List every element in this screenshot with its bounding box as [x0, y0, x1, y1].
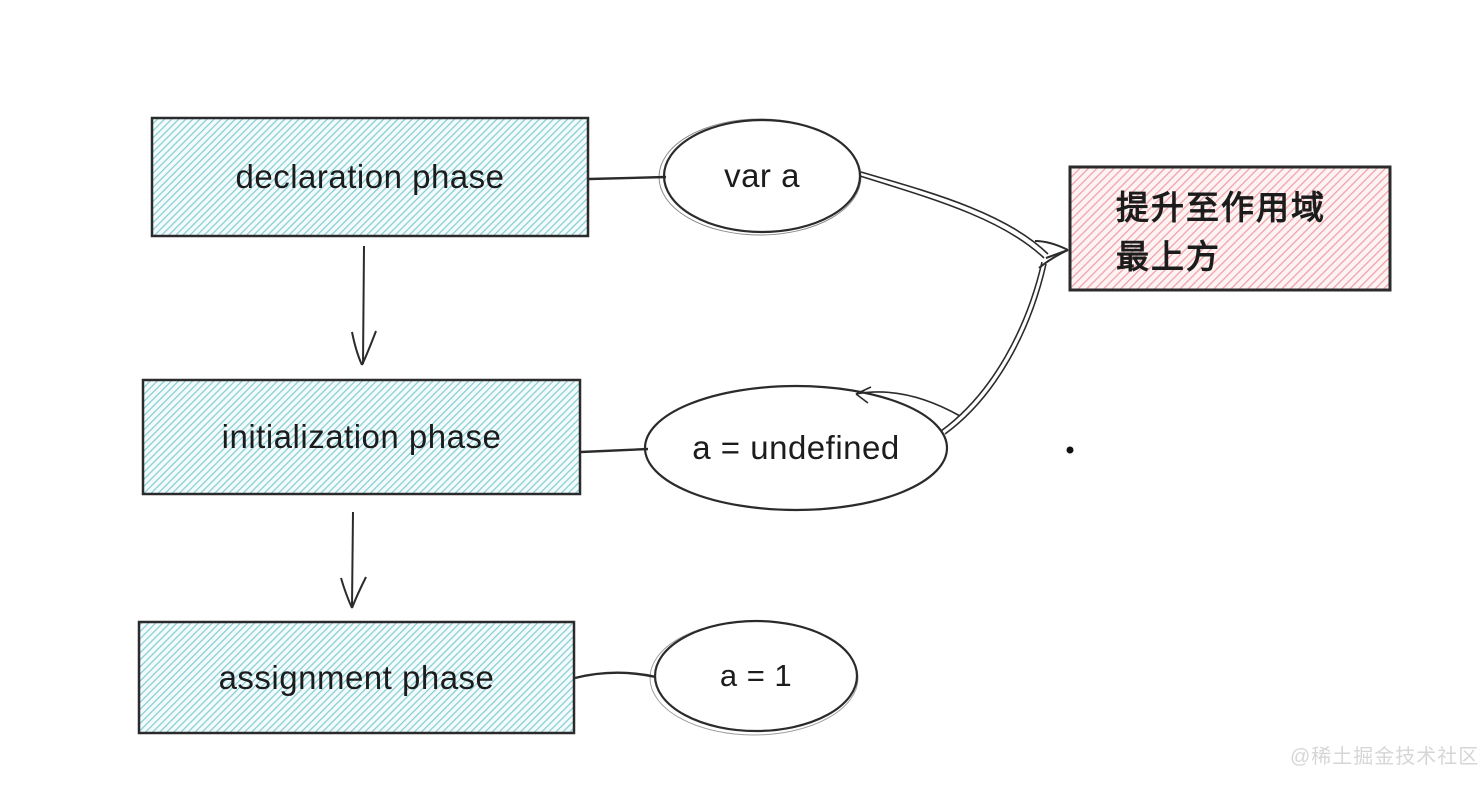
arrow-declaration-to-initialization-head-icon [351, 330, 377, 366]
curve-var-a-to-hoist-overstroke [860, 171, 1049, 255]
curve-a-undefined-to-hoist [944, 263, 1047, 435]
assignment-phase-box [137, 620, 576, 735]
hoist-note-box [1068, 165, 1392, 292]
connector-initialization-to-a-undefined [580, 447, 649, 454]
a-undefined-ellipse [643, 384, 949, 512]
arrow-declaration-to-initialization [362, 245, 365, 365]
initialization-phase-box [141, 378, 582, 496]
a-1-ellipse-overstroke [649, 620, 859, 736]
connector-declaration-to-var-a [588, 175, 667, 181]
curve-a-undefined-to-hoist-overstroke [940, 261, 1043, 432]
arrow-initialization-to-assignment [351, 511, 354, 607]
connector-assignment-to-a-1 [574, 671, 657, 680]
arrow-into-hoist-head-icon [1034, 240, 1069, 269]
ellipse-retrace-stroke [855, 391, 961, 417]
curve-var-a-to-hoist [859, 175, 1045, 259]
declaration-phase-box [150, 116, 590, 238]
arrow-initialization-to-assignment-head-icon [340, 576, 367, 609]
var-a-ellipse [662, 118, 862, 234]
ellipse-retrace-arrowhead-icon [855, 386, 872, 404]
stray-dot [1066, 446, 1074, 454]
